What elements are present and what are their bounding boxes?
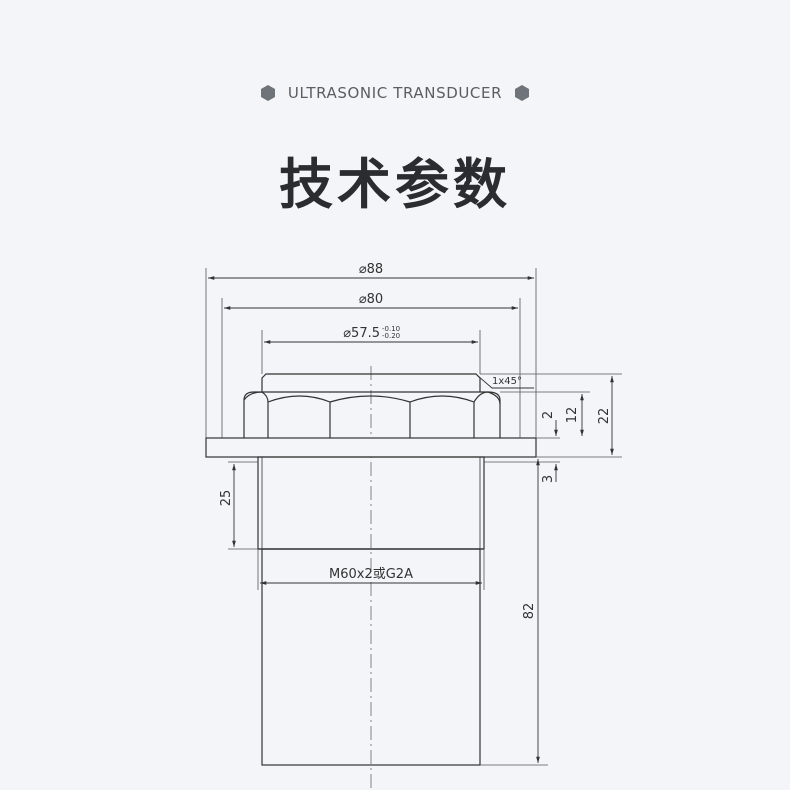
- dim-h12: 12: [565, 407, 580, 424]
- transducer-body: [205, 373, 537, 766]
- chamfer-leader: [477, 375, 534, 389]
- dim-thread: M60x2或G2A: [329, 567, 413, 582]
- hex-nut: [243, 391, 501, 438]
- dim-h2: 2: [541, 411, 556, 419]
- dim-d88: ⌀88: [359, 262, 383, 277]
- hexagon-icon-left: [260, 85, 275, 101]
- dim-h3: 3: [541, 475, 556, 483]
- subtitle-row: ULTRASONIC TRANSDUCER: [0, 78, 790, 108]
- dim-d80: ⌀80: [359, 292, 383, 307]
- dim-h25: 25: [219, 490, 234, 507]
- extension-lines: [205, 268, 622, 766]
- page-title: 技术参数: [279, 153, 511, 216]
- hexagon-icon-right: [515, 85, 530, 101]
- dim-h82: 82: [522, 603, 537, 620]
- lower-cylinder: [261, 548, 481, 766]
- top-cap: [261, 373, 481, 392]
- flange: [205, 437, 537, 458]
- dim-h22: 22: [597, 408, 612, 425]
- dim-chamfer: 1x45°: [492, 376, 522, 387]
- dimension-lines: [208, 276, 614, 763]
- dim-d57: ⌀57.5: [343, 326, 380, 341]
- subtitle: ULTRASONIC TRANSDUCER: [287, 84, 503, 102]
- dim-tol-lower: -0.20: [382, 332, 400, 340]
- dim-tol-upper: -0.10: [382, 325, 400, 333]
- header: ULTRASONIC TRANSDUCER: [0, 78, 790, 108]
